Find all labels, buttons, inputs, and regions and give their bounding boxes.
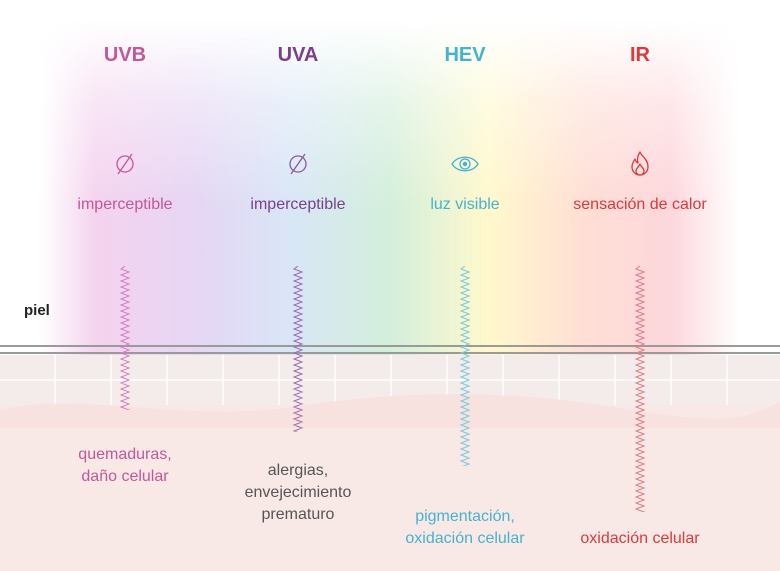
skin-surface-line (0, 352, 780, 354)
eye-icon (385, 148, 545, 180)
ray-wave-uvb (119, 266, 131, 410)
ray-title-uvb: UVB (103, 44, 147, 66)
skin-label: piel (24, 302, 50, 319)
effect-line: oxidación celular (580, 530, 700, 547)
ray-wave-ir (634, 266, 646, 512)
effect-ir: oxidación celular (555, 528, 725, 550)
effect-line: alergias, (267, 462, 329, 479)
perception-uvb: imperceptible (77, 196, 173, 213)
flame-icon (560, 148, 720, 180)
perception-uva: imperceptible (250, 196, 346, 213)
ray-title-uva: UVA (277, 44, 319, 66)
effect-line: oxidación celular (405, 530, 525, 547)
null-symbol-icon (45, 148, 205, 180)
perception-ir: sensación de calor (573, 196, 707, 213)
effect-hev: pigmentación, oxidación celular (380, 506, 550, 550)
ray-title-ir: IR (630, 44, 650, 66)
effect-uva: alergias, envejecimiento prematuro (213, 460, 383, 526)
ray-wave-uva (292, 266, 304, 432)
null-symbol-icon (218, 148, 378, 180)
effect-line: envejecimiento (244, 484, 352, 501)
perception-hev: luz visible (430, 196, 500, 213)
ray-title-hev: HEV (444, 44, 486, 66)
ray-wave-hev (459, 266, 471, 466)
effect-line: pigmentación, (415, 508, 515, 525)
effect-line: quemaduras, (78, 446, 172, 463)
effect-line: daño celular (81, 468, 169, 485)
skin-wave-curve (0, 394, 780, 428)
light-spectrum-gradient (40, 20, 740, 355)
effect-uvb: quemaduras, daño celular (40, 444, 210, 488)
skin-surface-line (0, 345, 780, 347)
effect-line: prematuro (261, 506, 335, 523)
